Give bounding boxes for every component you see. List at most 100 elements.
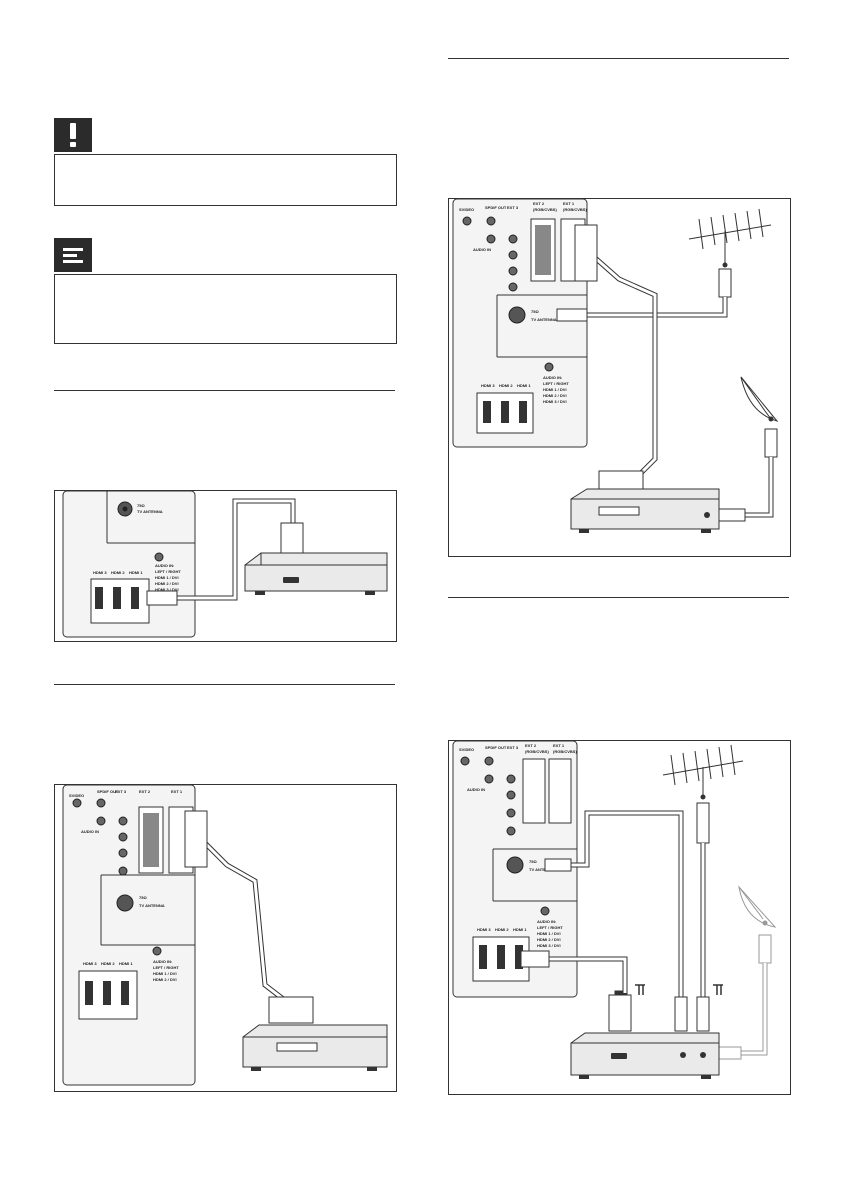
scart-port-icon [522, 758, 546, 824]
hdmi-port-icon [103, 981, 111, 1005]
ext2-label: EXT 2 [525, 743, 537, 748]
hdmi2-label: HDMI 2 [495, 927, 509, 932]
ext3-label: EXT 3 [115, 789, 127, 794]
hdmi3-label: HDMI 3 [93, 570, 107, 575]
antenna-socket-icon [116, 894, 134, 912]
scart-port-icon [548, 758, 572, 824]
hdmi2-label: HDMI 2 [111, 570, 125, 575]
tv-antenna-label: TV ANTENNA [531, 317, 557, 322]
scart-antenna-figure: SVIDEO SPDIF OUT EXT 3 AUDIO IN EXT 2 (R… [448, 198, 791, 557]
hdmi-port-icon [95, 587, 103, 609]
exclamation-icon [70, 123, 76, 147]
audio-in-line-4: HDMI 3 / DVI [537, 943, 561, 948]
antenna-socket-icon [506, 856, 524, 874]
rgb-label-1: (RGB/CVBS) [553, 749, 577, 754]
caution-box [54, 154, 397, 206]
coax-plug-icon [696, 802, 710, 844]
hdmi1-label: HDMI 1 [513, 927, 527, 932]
scart-plug-icon [268, 996, 314, 1024]
rgb-label-2: (RGB/CVBS) [533, 207, 557, 212]
audio-in-label: AUDIO IN: [537, 919, 556, 924]
svideo-label: SVIDEO [459, 747, 474, 752]
spdif-label: SPDIF OUT [485, 205, 507, 210]
ohm-label: 75Ω [529, 859, 537, 864]
hdmi-port-icon [483, 401, 491, 423]
hdmi-plug-icon [520, 950, 550, 968]
audio-in-line-1: LEFT / RIGHT [537, 925, 563, 930]
ohm-label: 75Ω [531, 309, 539, 314]
audio-in-line-3: HDMI 2 / DVI [155, 581, 179, 586]
scart-plug-icon [184, 810, 208, 868]
rgb-label-1: (RGB/CVBS) [563, 207, 587, 212]
audio-in-label: AUDIO IN: [155, 563, 174, 568]
hdmi2-label: HDMI 2 [101, 961, 115, 966]
audio-in-line-3: HDMI 2 / DVI [153, 977, 177, 982]
audio-in-short-label: AUDIO IN [473, 247, 491, 252]
caution-tag [54, 118, 92, 152]
scart-plug-icon [574, 224, 598, 282]
satellite-dish-icon [740, 376, 779, 422]
tv-antenna-label: TV ANTENNA [139, 903, 165, 908]
coax-plug-icon [674, 996, 688, 1032]
tv-antenna-label: TV ANTENNA [137, 509, 163, 514]
audio-in-line-2: HDMI 1 / DVI [155, 575, 179, 580]
audio-in-line-3: HDMI 2 / DVI [537, 937, 561, 942]
coax-plug-icon [696, 996, 710, 1032]
hdmi-plug-icon [146, 590, 178, 606]
satellite-dish-icon [738, 885, 777, 928]
svideo-label: SVIDEO [69, 793, 84, 798]
audio-in-line-1: LEFT / RIGHT [155, 569, 181, 574]
ohm-label: 75Ω [137, 503, 145, 508]
ext3-label: EXT 3 [507, 205, 519, 210]
hdmi-port-icon [497, 945, 505, 969]
audio-in-line-4: HDMI 3 / DVI [155, 587, 179, 592]
audio-in-line-4: HDMI 3 / DVI [543, 399, 567, 404]
ext2-label: EXT 2 [533, 201, 545, 206]
device-box [570, 488, 720, 530]
audio-in-line-3: HDMI 2 / DVI [543, 393, 567, 398]
audio-in-label: AUDIO IN: [543, 375, 562, 380]
hdmi3-label: HDMI 3 [477, 927, 491, 932]
ext1-label: EXT 1 [563, 201, 575, 206]
device-box [570, 1032, 720, 1076]
audio-in-line-2: HDMI 1 / DVI [153, 971, 177, 976]
antenna-socket-icon [508, 306, 526, 324]
hdmi3-label: HDMI 3 [83, 961, 97, 966]
section-rule [448, 58, 789, 59]
audio-in-line-1: LEFT / RIGHT [153, 965, 179, 970]
coax-plug-icon [718, 268, 732, 298]
coax-plug-icon [544, 858, 572, 872]
section-rule [54, 390, 395, 391]
terrestrial-antenna-icon [662, 744, 744, 800]
audio-in-label: AUDIO IN: [153, 959, 172, 964]
hdmi-port-icon [501, 401, 509, 423]
coax-plug-icon [556, 308, 588, 322]
hdmi-antenna-figure: SVIDEO SPDIF OUT EXT 3 AUDIO IN EXT 2 (R… [448, 740, 791, 1095]
ext3-label: EXT 3 [507, 745, 519, 750]
hdmi3-label: HDMI 3 [481, 383, 495, 388]
svideo-label: SVIDEO [459, 207, 474, 212]
hdmi1-label: HDMI 1 [517, 383, 531, 388]
audio-in-line-2: HDMI 1 / DVI [543, 387, 567, 392]
hdmi-port-icon [515, 945, 523, 969]
spdif-label: SPDIF OUT [485, 745, 507, 750]
terrestrial-antenna-icon [688, 208, 772, 268]
hdmi-port-icon [131, 587, 139, 609]
ext2-label: EXT 2 [139, 789, 151, 794]
hdmi-port-icon [519, 401, 527, 423]
device-box [244, 552, 388, 592]
section-rule [54, 684, 395, 685]
hdmi-port-icon [113, 587, 121, 609]
rgb-label-2: (RGB/CVBS) [525, 749, 549, 754]
tv-antenna-label: TV ANTENNA [529, 867, 555, 872]
ext1-label: EXT 1 [553, 743, 565, 748]
ohm-label: 75Ω [139, 895, 147, 900]
note-tag [54, 238, 92, 272]
spdif-label: SPDIF OUT [97, 789, 119, 794]
section-rule [448, 597, 789, 598]
hdmi-port-icon [479, 945, 487, 969]
audio-in-line-2: HDMI 1 / DVI [537, 931, 561, 936]
ext1-label: EXT 1 [171, 789, 183, 794]
audio-in-line-1: LEFT / RIGHT [543, 381, 569, 386]
note-lines-icon [63, 248, 83, 263]
